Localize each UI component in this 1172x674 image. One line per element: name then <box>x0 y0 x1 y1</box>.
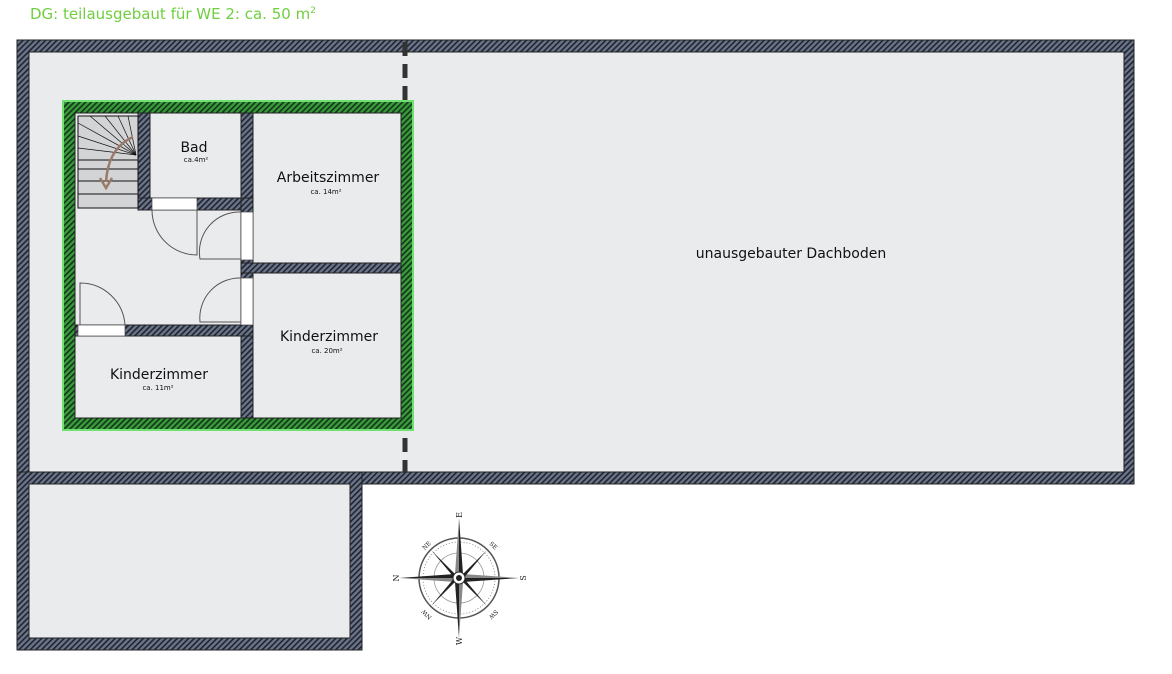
room-label-bad: Bad <box>180 140 207 156</box>
stair-arrow-icon <box>104 135 134 183</box>
room-label-kinderzimmer-20: Kinderzimmer <box>280 329 378 345</box>
title-superscript: 2 <box>310 6 316 16</box>
room-area-arbeitszimmer: ca. 14m² <box>310 188 341 196</box>
room-label-kinderzimmer-11: Kinderzimmer <box>110 367 208 383</box>
compass-se: SE <box>488 540 499 551</box>
door-kinderzimmer-20 <box>199 277 242 323</box>
door-bad <box>151 209 198 256</box>
title-text: DG: teilausgebaut für WE 2: ca. 50 m <box>30 5 311 23</box>
staircase <box>77 115 139 209</box>
room-area-kinderzimmer-11: ca. 11m² <box>142 384 173 392</box>
room-label-arbeitszimmer: Arbeitszimmer <box>277 170 380 186</box>
room-area-bad: ca.4m² <box>184 156 209 164</box>
compass-nw: NW <box>420 607 434 621</box>
door-kinderzimmer-11 <box>79 282 126 326</box>
compass-s: S <box>519 575 528 580</box>
room-area-kinderzimmer-20: ca. 20m² <box>311 347 342 355</box>
compass-rose-icon: N E S W NE SE SW NW <box>392 512 528 645</box>
compass-w: W <box>455 636 464 645</box>
compass-n: N <box>392 575 401 582</box>
compass-e: E <box>455 512 464 518</box>
unit-we2 <box>62 100 414 431</box>
plan-title: DG: teilausgebaut für WE 2: ca. 50 m2 <box>30 5 316 23</box>
attic-label: unausgebauter Dachboden <box>696 246 886 262</box>
compass-sw: SW <box>486 608 499 621</box>
door-arbeitszimmer <box>198 211 242 260</box>
compass-ne: NE <box>421 540 433 552</box>
